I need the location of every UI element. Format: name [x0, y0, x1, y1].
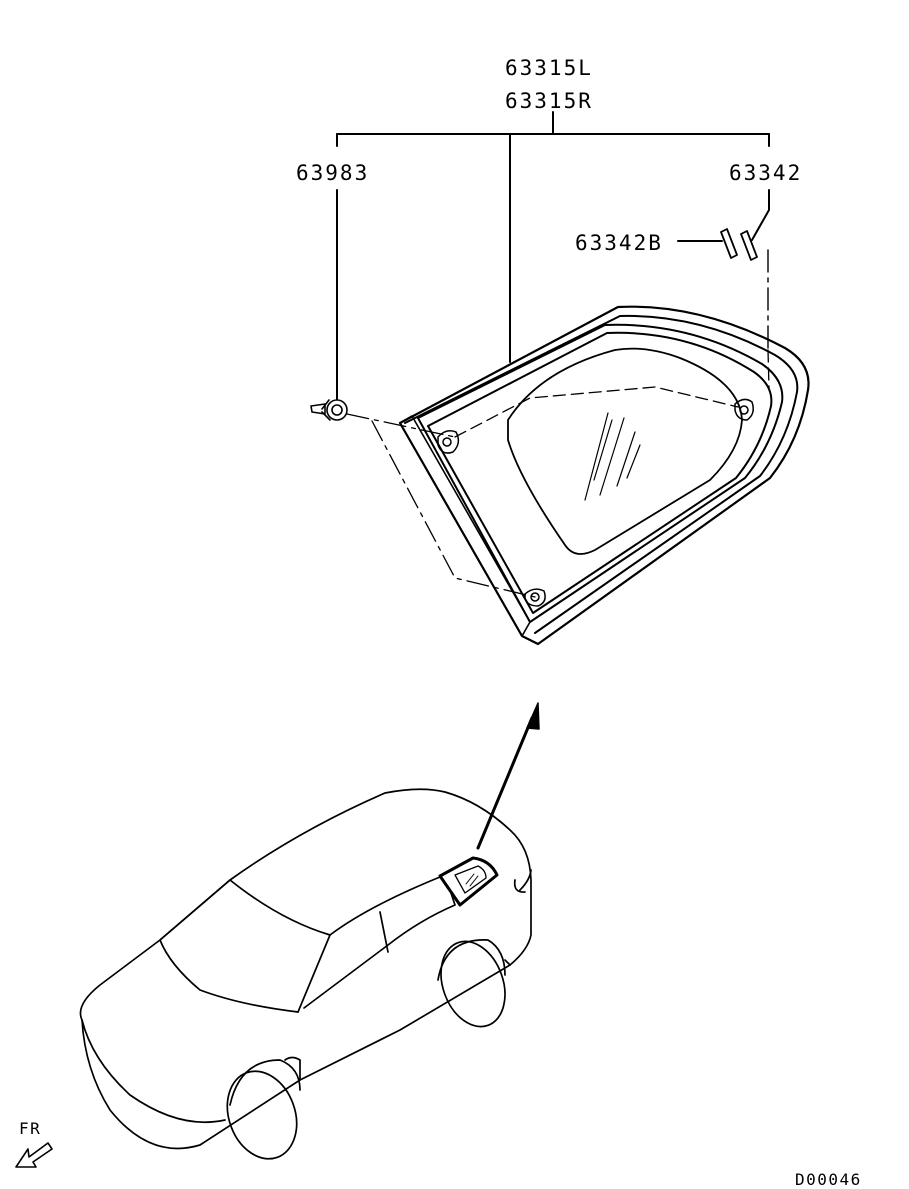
diagram-code: D00046: [795, 1170, 862, 1189]
front-direction-arrow-icon: [15, 1142, 53, 1168]
spacer-pads: [720, 228, 758, 261]
quarter-window-glass: [398, 305, 810, 646]
part-number-63983: 63983: [296, 161, 370, 185]
part-number-63315l: 63315L: [505, 56, 593, 80]
part-number-63315r: 63315R: [505, 89, 593, 113]
leader-lines: [336, 111, 770, 403]
vehicle-outline: [79, 788, 532, 1160]
part-number-63342b: 63342B: [575, 231, 663, 255]
part-number-63342: 63342: [729, 161, 803, 185]
front-direction-label: FR: [19, 1119, 42, 1138]
clip-guide-lines: [346, 413, 536, 598]
clip-fastener: [310, 399, 348, 421]
location-arrow: [476, 702, 540, 850]
